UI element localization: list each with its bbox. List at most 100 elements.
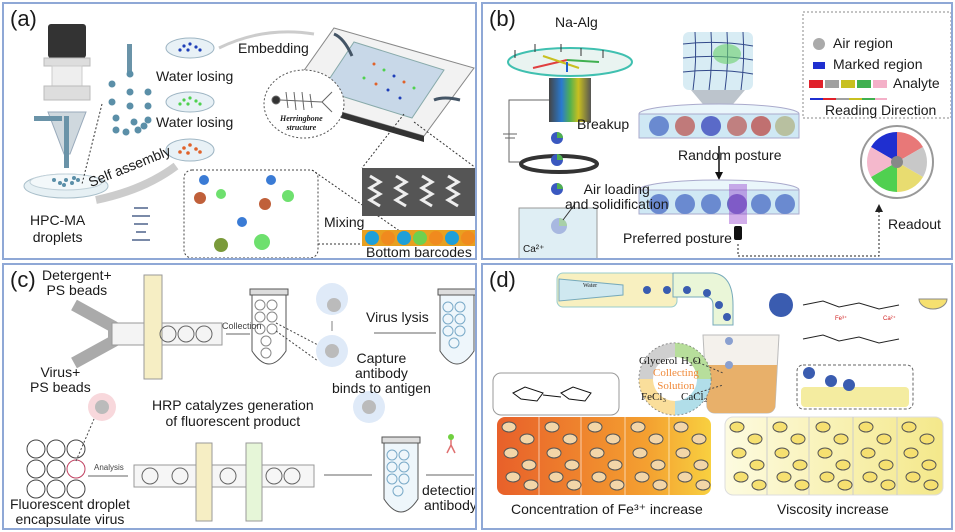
droplet-beads [52, 176, 80, 187]
hemisphere-icon [918, 298, 948, 310]
hemisphere-particle [566, 479, 582, 491]
detector-icon [734, 226, 742, 240]
label-water: Water [583, 283, 598, 289]
label-fe-ion: Fe³⁺ [835, 316, 848, 322]
label-h2o: H₂O [681, 355, 701, 367]
hemisphere-particle [776, 471, 792, 483]
na-alg-disk [507, 47, 633, 77]
label-water-losing-2: Water losing [156, 114, 234, 130]
hemisphere-particle [833, 433, 849, 445]
label-embedding: Embedding [238, 40, 309, 56]
barcode-beads [365, 231, 475, 245]
wheel-segment [897, 147, 927, 177]
hemisphere-particle [751, 479, 767, 491]
hemisphere-particle [634, 471, 650, 483]
hemisphere-particle [792, 459, 808, 471]
panel-label-b: (b) [489, 6, 516, 31]
hemisphere-particle [607, 459, 623, 471]
virus-particles [194, 175, 294, 252]
label-hpc-ma-droplets: HPC-MA droplets [30, 212, 86, 245]
flow-channel-top [111, 322, 223, 346]
wheel-segment [871, 132, 897, 162]
legend-label-marked: Marked region [833, 56, 923, 72]
chip-array-dots [362, 62, 416, 100]
hemisphere-particle [673, 421, 689, 433]
hemisphere-particle [503, 447, 519, 459]
hemisphere-particle [837, 479, 853, 491]
label-collecting-solution: Collecting Solution [653, 367, 699, 392]
hemisphere-particle [858, 421, 874, 433]
label-fe-concentration-increase: Concentration of Fe³⁺ increase [511, 501, 703, 517]
hemisphere-particle [880, 479, 896, 491]
hemisphere-particle [903, 447, 919, 459]
label-ca-ion: Ca²⁺ [883, 316, 896, 322]
alginate-structure-icon [512, 386, 592, 402]
hemisphere-particle [923, 479, 939, 491]
label-fluorescent-droplet: Fluorescent droplet encapsulate virus [10, 496, 130, 527]
hemisphere-particle [564, 459, 580, 471]
label-glycerol: Glycerol [639, 355, 678, 367]
hemisphere-particle [630, 421, 646, 433]
impact-beads [803, 367, 855, 391]
hemisphere-particle [544, 421, 560, 433]
hemisphere-particle [548, 471, 564, 483]
wheel-segment [897, 162, 923, 192]
hemisphere-particle [519, 433, 535, 445]
panel-label-a: (a) [10, 6, 37, 31]
label-readout: Readout [888, 216, 941, 232]
readout-wheel [860, 125, 934, 199]
label-mixing: Mixing [324, 214, 365, 230]
legend-label-air: Air region [833, 35, 893, 51]
lysis-tube [439, 294, 475, 365]
hemisphere-particle [774, 447, 790, 459]
nozzle-tube [64, 116, 69, 168]
hemisphere-particle [632, 447, 648, 459]
label-virus-ps-beads: Virus+ PS beads [30, 364, 91, 395]
helix-beads [108, 70, 152, 136]
hemisphere-particle [862, 471, 878, 483]
panel-label-d: (d) [489, 267, 516, 292]
hemisphere-particle [749, 459, 765, 471]
flow-channel-bottom [133, 464, 315, 488]
hemisphere-particle [921, 459, 937, 471]
label-breakup: Breakup [577, 116, 630, 132]
dish-blue [165, 37, 215, 59]
panel-label-c: (c) [10, 267, 36, 292]
hemisphere-particle [860, 447, 876, 459]
hemisphere-particle [521, 459, 537, 471]
random-beads [649, 116, 795, 136]
dish-green [165, 91, 215, 113]
hemisphere-particle [505, 471, 521, 483]
label-preferred-posture: Preferred posture [623, 230, 732, 246]
label-hrp-catalyzes: HRP catalyzes generation of fluorescent … [152, 397, 314, 429]
legend-label-reading-direction: Reading Direction [825, 102, 937, 118]
panel-d-illustration [492, 272, 948, 496]
label-water-losing-1: Water losing [156, 68, 234, 84]
hemisphere-particle [794, 479, 810, 491]
falling-droplets [551, 132, 563, 195]
label-collection: Collection [222, 321, 262, 331]
panel-b: (b) Na-Alg Breakup Air loading and solid… [481, 2, 953, 260]
hemisphere-particle [731, 447, 747, 459]
tube-droplets [254, 299, 278, 359]
label-detergent-ps-beads: Detergent+ PS beads [42, 267, 112, 298]
wheel-segment [867, 147, 897, 177]
hemisphere-particle [733, 471, 749, 483]
panel-c-illustration [26, 274, 475, 522]
wheel-segment [871, 162, 897, 192]
hemisphere-particle [650, 459, 666, 471]
label-viscosity-increase: Viscosity increase [777, 501, 889, 517]
bead-sphere [769, 293, 793, 317]
hemisphere-particle [747, 433, 763, 445]
label-ca: Ca²⁺ [523, 244, 545, 255]
panel-d: (d) Water Glycerol H₂O Collecting Soluti… [481, 263, 953, 530]
label-analysis: Analysis [94, 463, 124, 472]
self-assembly-arrow [95, 162, 179, 204]
light-cone [691, 90, 745, 116]
hemisphere-particle [691, 433, 707, 445]
detection-tube [383, 442, 419, 513]
panel-a: (a) Embedding Water losing Water losing … [2, 2, 477, 260]
hemisphere-particle [876, 433, 892, 445]
hemisphere-particle [675, 447, 691, 459]
wheel-reading-ring [860, 125, 934, 199]
